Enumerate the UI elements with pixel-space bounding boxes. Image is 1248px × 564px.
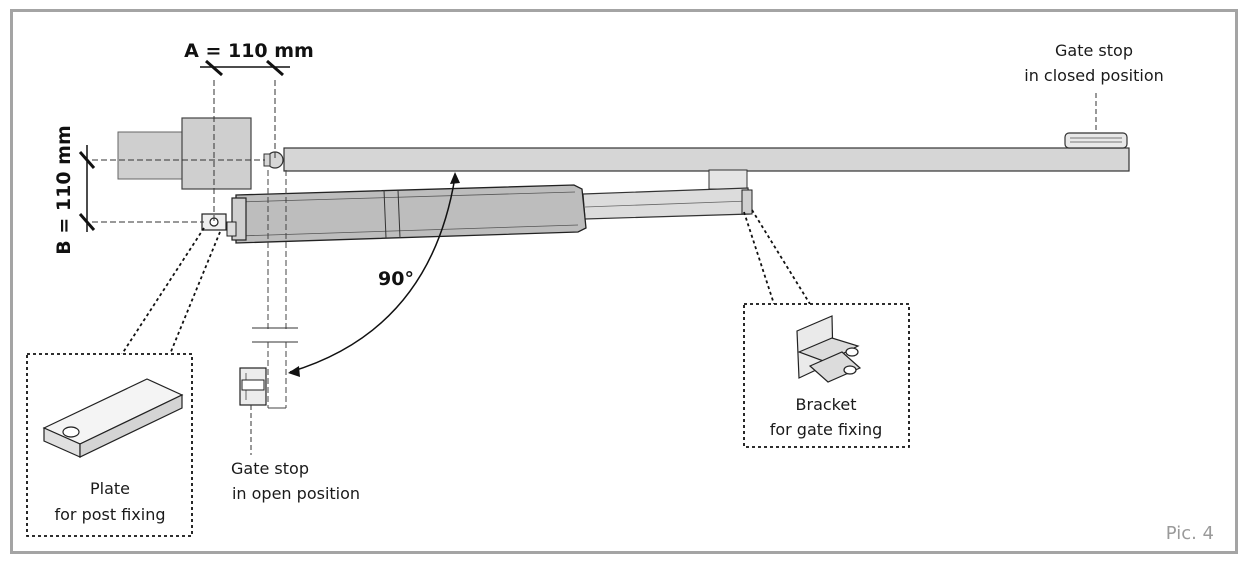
dimension-a: A = 110 mm <box>184 40 314 222</box>
bracket-label-line2: for gate fixing <box>770 420 883 439</box>
gate-stop-closed-label-line1: Gate stop <box>1055 41 1133 60</box>
post <box>117 117 252 190</box>
gate-stop-closed-label-line2: in closed position <box>1024 66 1164 85</box>
gate-stop-closed <box>1064 93 1128 149</box>
gate-stop-open-label-line2: in open position <box>232 484 360 503</box>
leader-lines <box>121 209 811 355</box>
actuator <box>226 169 753 244</box>
plate-label-line1: Plate <box>90 479 130 498</box>
bracket-label-line1: Bracket <box>796 395 857 414</box>
plate-label-line2: for post fixing <box>54 505 165 524</box>
figure-label: Pic. 4 <box>1166 523 1214 544</box>
figure-frame <box>10 9 1238 554</box>
dimension-b-label: B = 110 mm <box>53 125 75 255</box>
dimension-b: B = 110 mm <box>53 125 265 255</box>
gate-stop-open-label-line1: Gate stop <box>231 459 309 478</box>
bracket-callout: Bracket for gate fixing <box>743 303 910 448</box>
post-plate-small <box>201 213 227 231</box>
gate-leaf <box>263 147 1130 172</box>
gate-open-position <box>252 170 298 409</box>
dimension-a-label: A = 110 mm <box>184 40 314 62</box>
gate-stop-open <box>239 367 267 455</box>
swing-arc: 90° <box>288 172 460 377</box>
plate-callout: Plate for post fixing <box>26 353 193 537</box>
angle-label: 90° <box>378 268 414 290</box>
